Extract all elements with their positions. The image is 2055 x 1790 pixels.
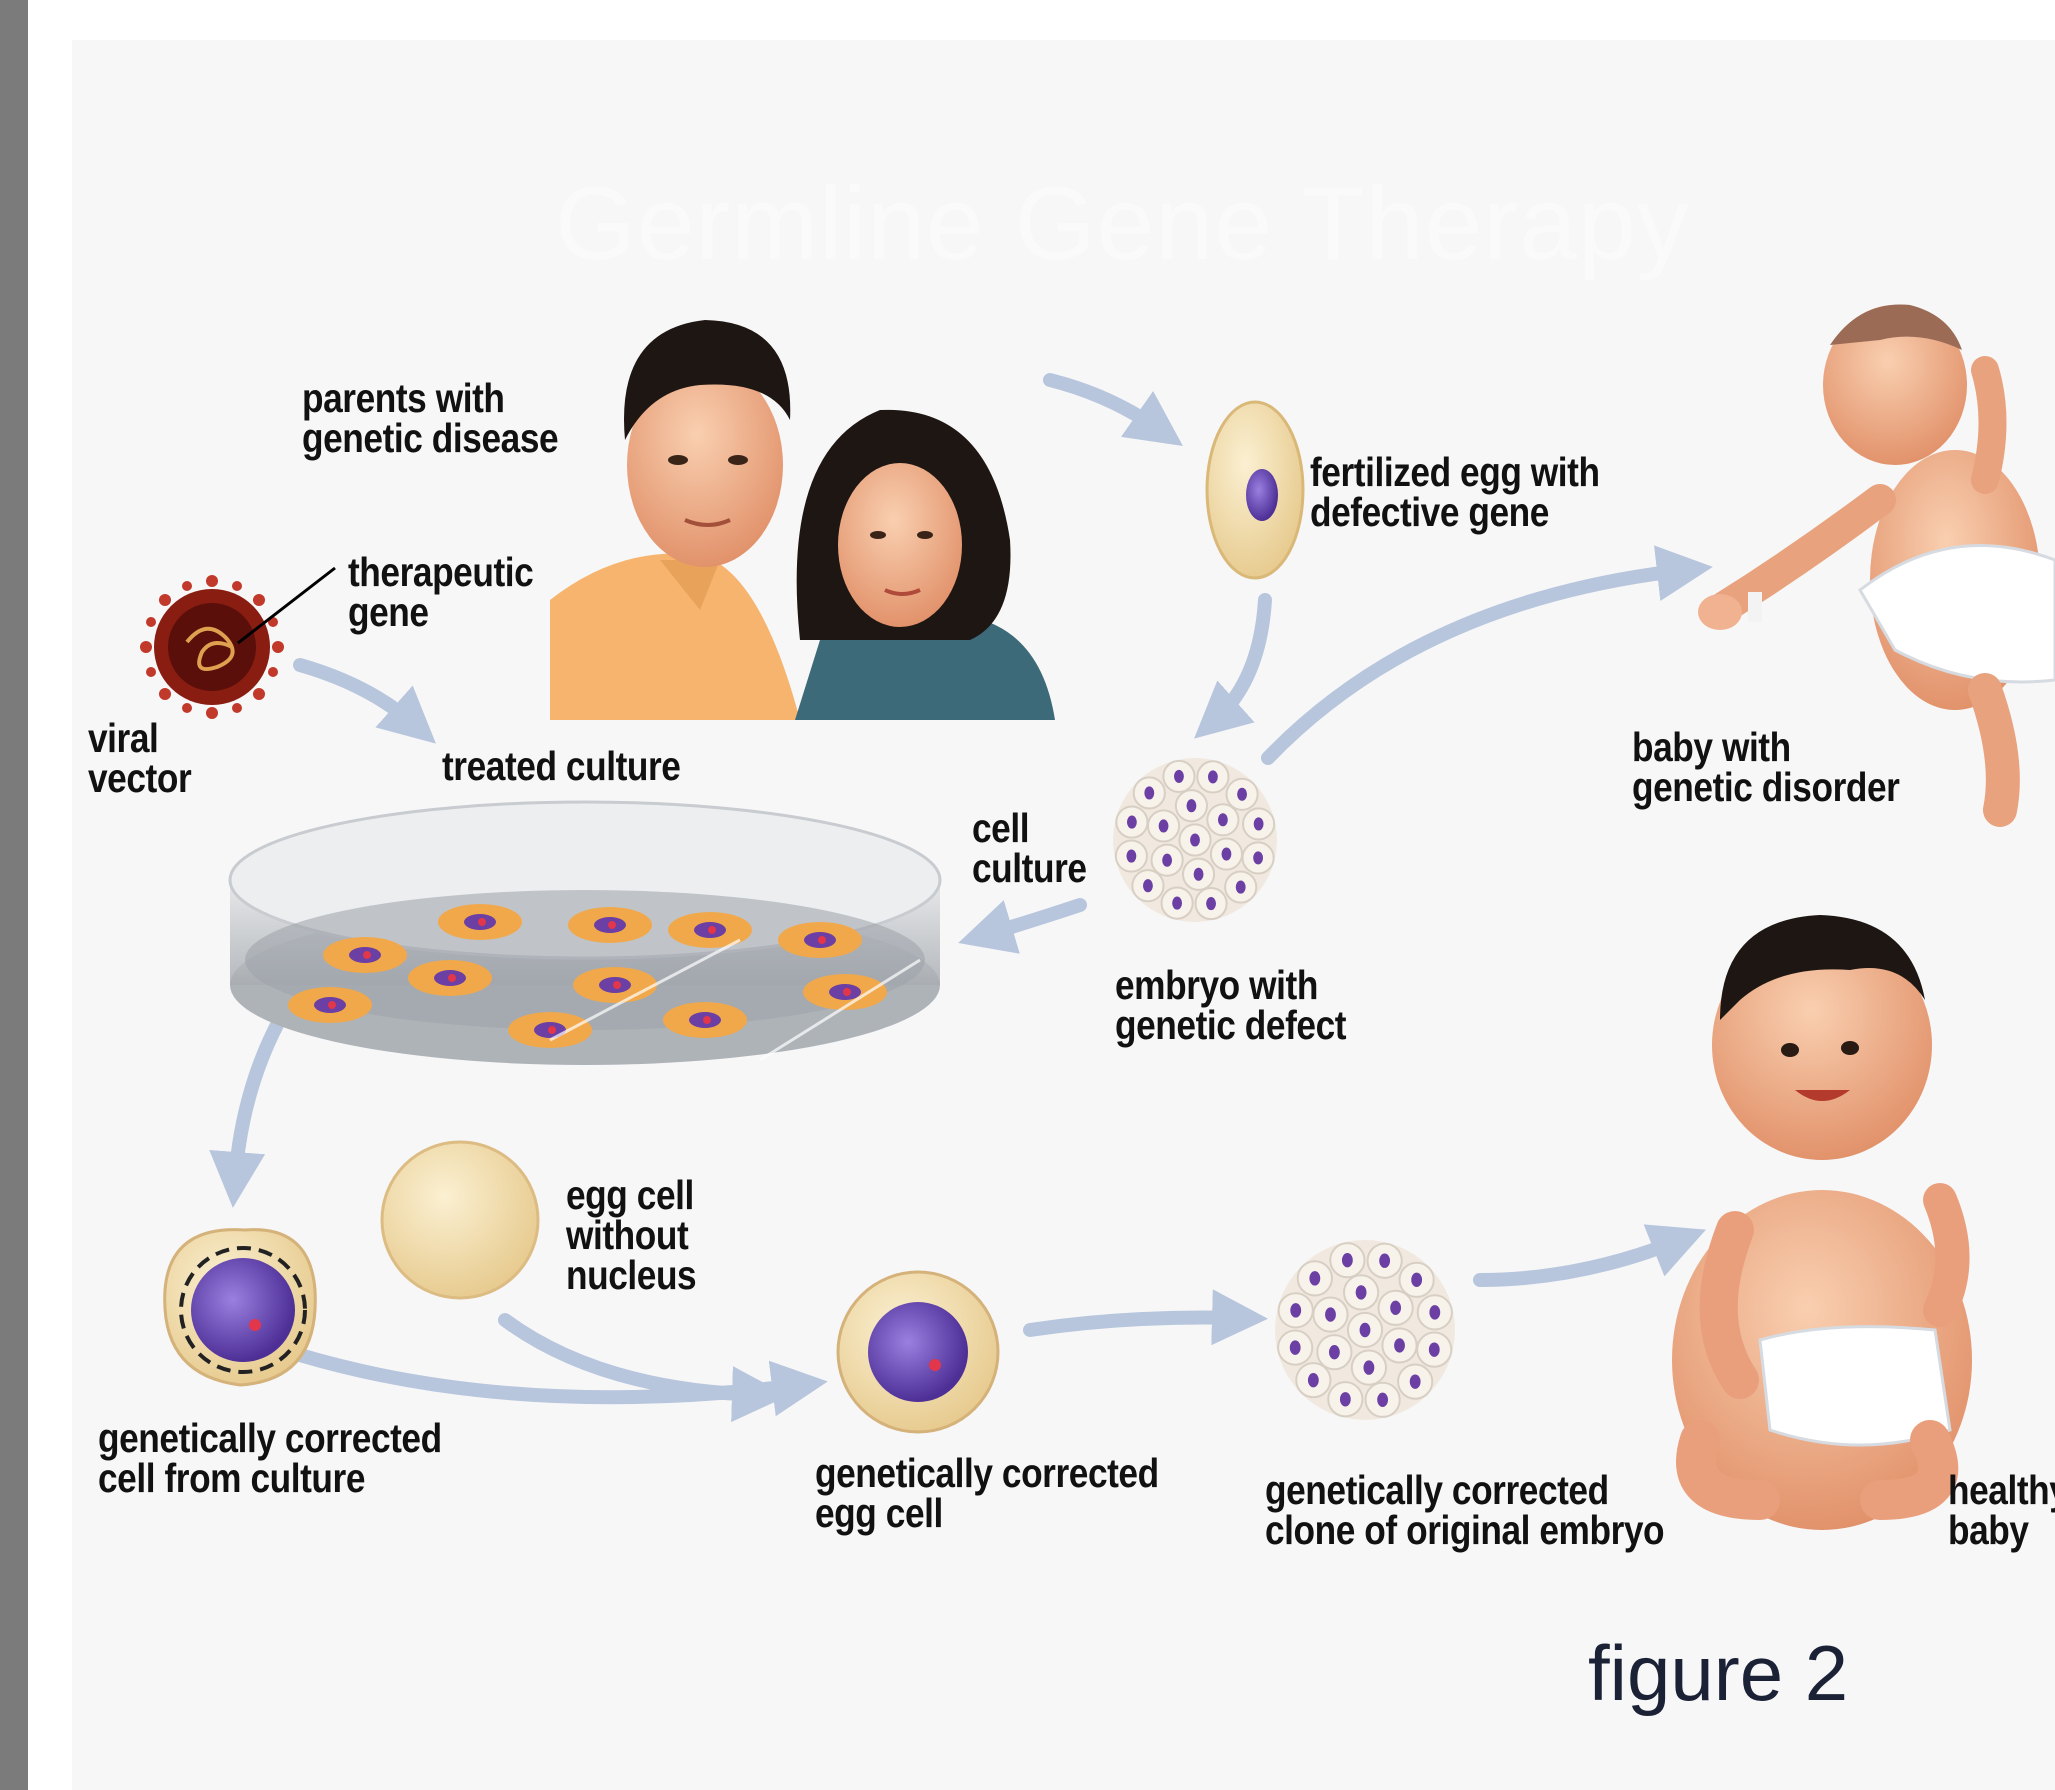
healthy-baby-illustration	[1672, 915, 1972, 1530]
label-egg-without-nucleus: egg cell without nucleus	[566, 1175, 696, 1295]
embryo-icon	[1113, 758, 1277, 922]
label-fertilized-egg: fertilized egg with defective gene	[1310, 452, 1600, 532]
viral-vector-icon	[140, 575, 284, 719]
arrow-egg-without-nucleus-to-egg	[505, 1320, 760, 1395]
label-baby-disorder: baby with genetic disorder	[1632, 727, 1899, 807]
corrected-clone-embryo-icon	[1275, 1240, 1455, 1420]
label-embryo-defect: embryo with genetic defect	[1115, 965, 1346, 1045]
label-treated-culture: treated culture	[442, 746, 680, 786]
arrow-virus-to-culture	[300, 665, 415, 725]
slide-title: Germline Gene Therapy	[555, 165, 1690, 284]
label-healthy-baby: healthy baby	[1948, 1470, 2055, 1550]
arrow-egg-to-clone	[1030, 1318, 1240, 1331]
label-corrected-clone: genetically corrected clone of original …	[1265, 1470, 1664, 1550]
label-cell-culture: cell culture	[972, 808, 1087, 888]
label-corrected-egg: genetically corrected egg cell	[815, 1453, 1159, 1533]
label-therapeutic-gene: therapeutic gene	[348, 552, 533, 632]
parents-illustration	[550, 320, 1055, 720]
pointer-line	[238, 568, 335, 643]
egg-cell-without-nucleus-icon	[382, 1142, 538, 1298]
figure-label: figure 2	[1588, 1628, 1848, 1719]
arrow-parents-to-egg	[1050, 380, 1160, 430]
arrow-clone-to-healthy-baby	[1480, 1240, 1680, 1280]
arrow-egg-to-embryo	[1215, 600, 1265, 720]
label-corrected-cell: genetically corrected cell from culture	[98, 1418, 442, 1498]
corrected-cell-icon	[165, 1230, 316, 1385]
label-viral-vector: viral vector	[88, 718, 191, 798]
arrow-embryo-to-baby-disorder	[1268, 570, 1685, 758]
corrected-egg-cell-icon	[838, 1272, 998, 1432]
fertilized-egg-icon	[1207, 402, 1303, 578]
label-parents: parents with genetic disease	[302, 378, 558, 458]
arrow-embryo-to-dish	[985, 905, 1080, 935]
petri-dish-icon	[230, 802, 940, 1065]
